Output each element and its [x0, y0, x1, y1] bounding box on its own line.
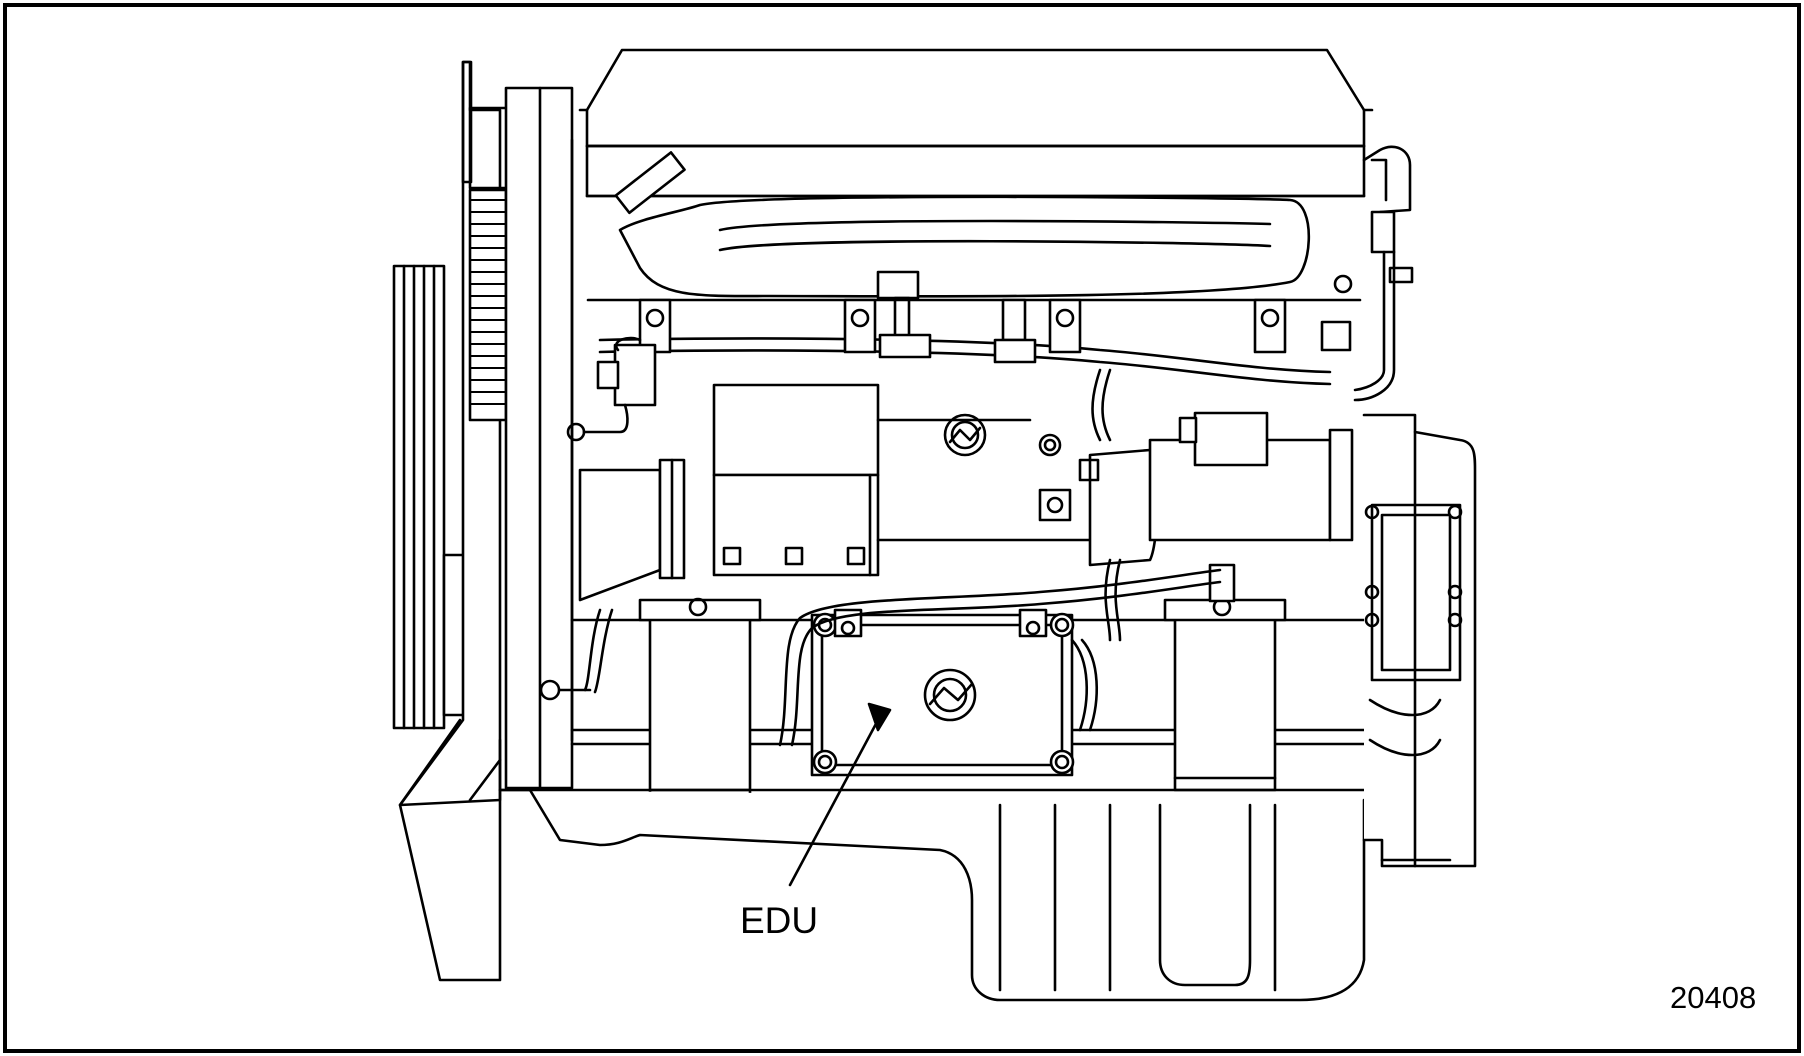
oil-pan [498, 788, 1372, 1002]
fuel-filter-left [638, 597, 762, 804]
valve-cover [578, 48, 1374, 198]
air-inlet [578, 458, 686, 602]
ddc-logo-icon [943, 413, 1062, 457]
fuel-lines [586, 270, 1362, 386]
flywheel-housing [1362, 413, 1477, 868]
edu-callout-label: EDU [740, 900, 819, 941]
return-line [1353, 145, 1414, 402]
wire-harness [778, 568, 1222, 747]
left-sensor [539, 336, 657, 701]
crank-pulley [392, 264, 478, 730]
edu-module [810, 608, 1075, 777]
edu-callout-arrow [788, 702, 892, 887]
intake-manifold [614, 151, 1311, 298]
flywheel-housing-plate [504, 86, 574, 790]
fuel-filter-right [1163, 563, 1287, 792]
starter-motor [1038, 368, 1354, 642]
front-cover [398, 60, 510, 982]
figure-frame [3, 3, 1801, 1053]
figure-number: 20408 [1670, 980, 1757, 1015]
fuel-pump-bracket [712, 383, 1102, 577]
